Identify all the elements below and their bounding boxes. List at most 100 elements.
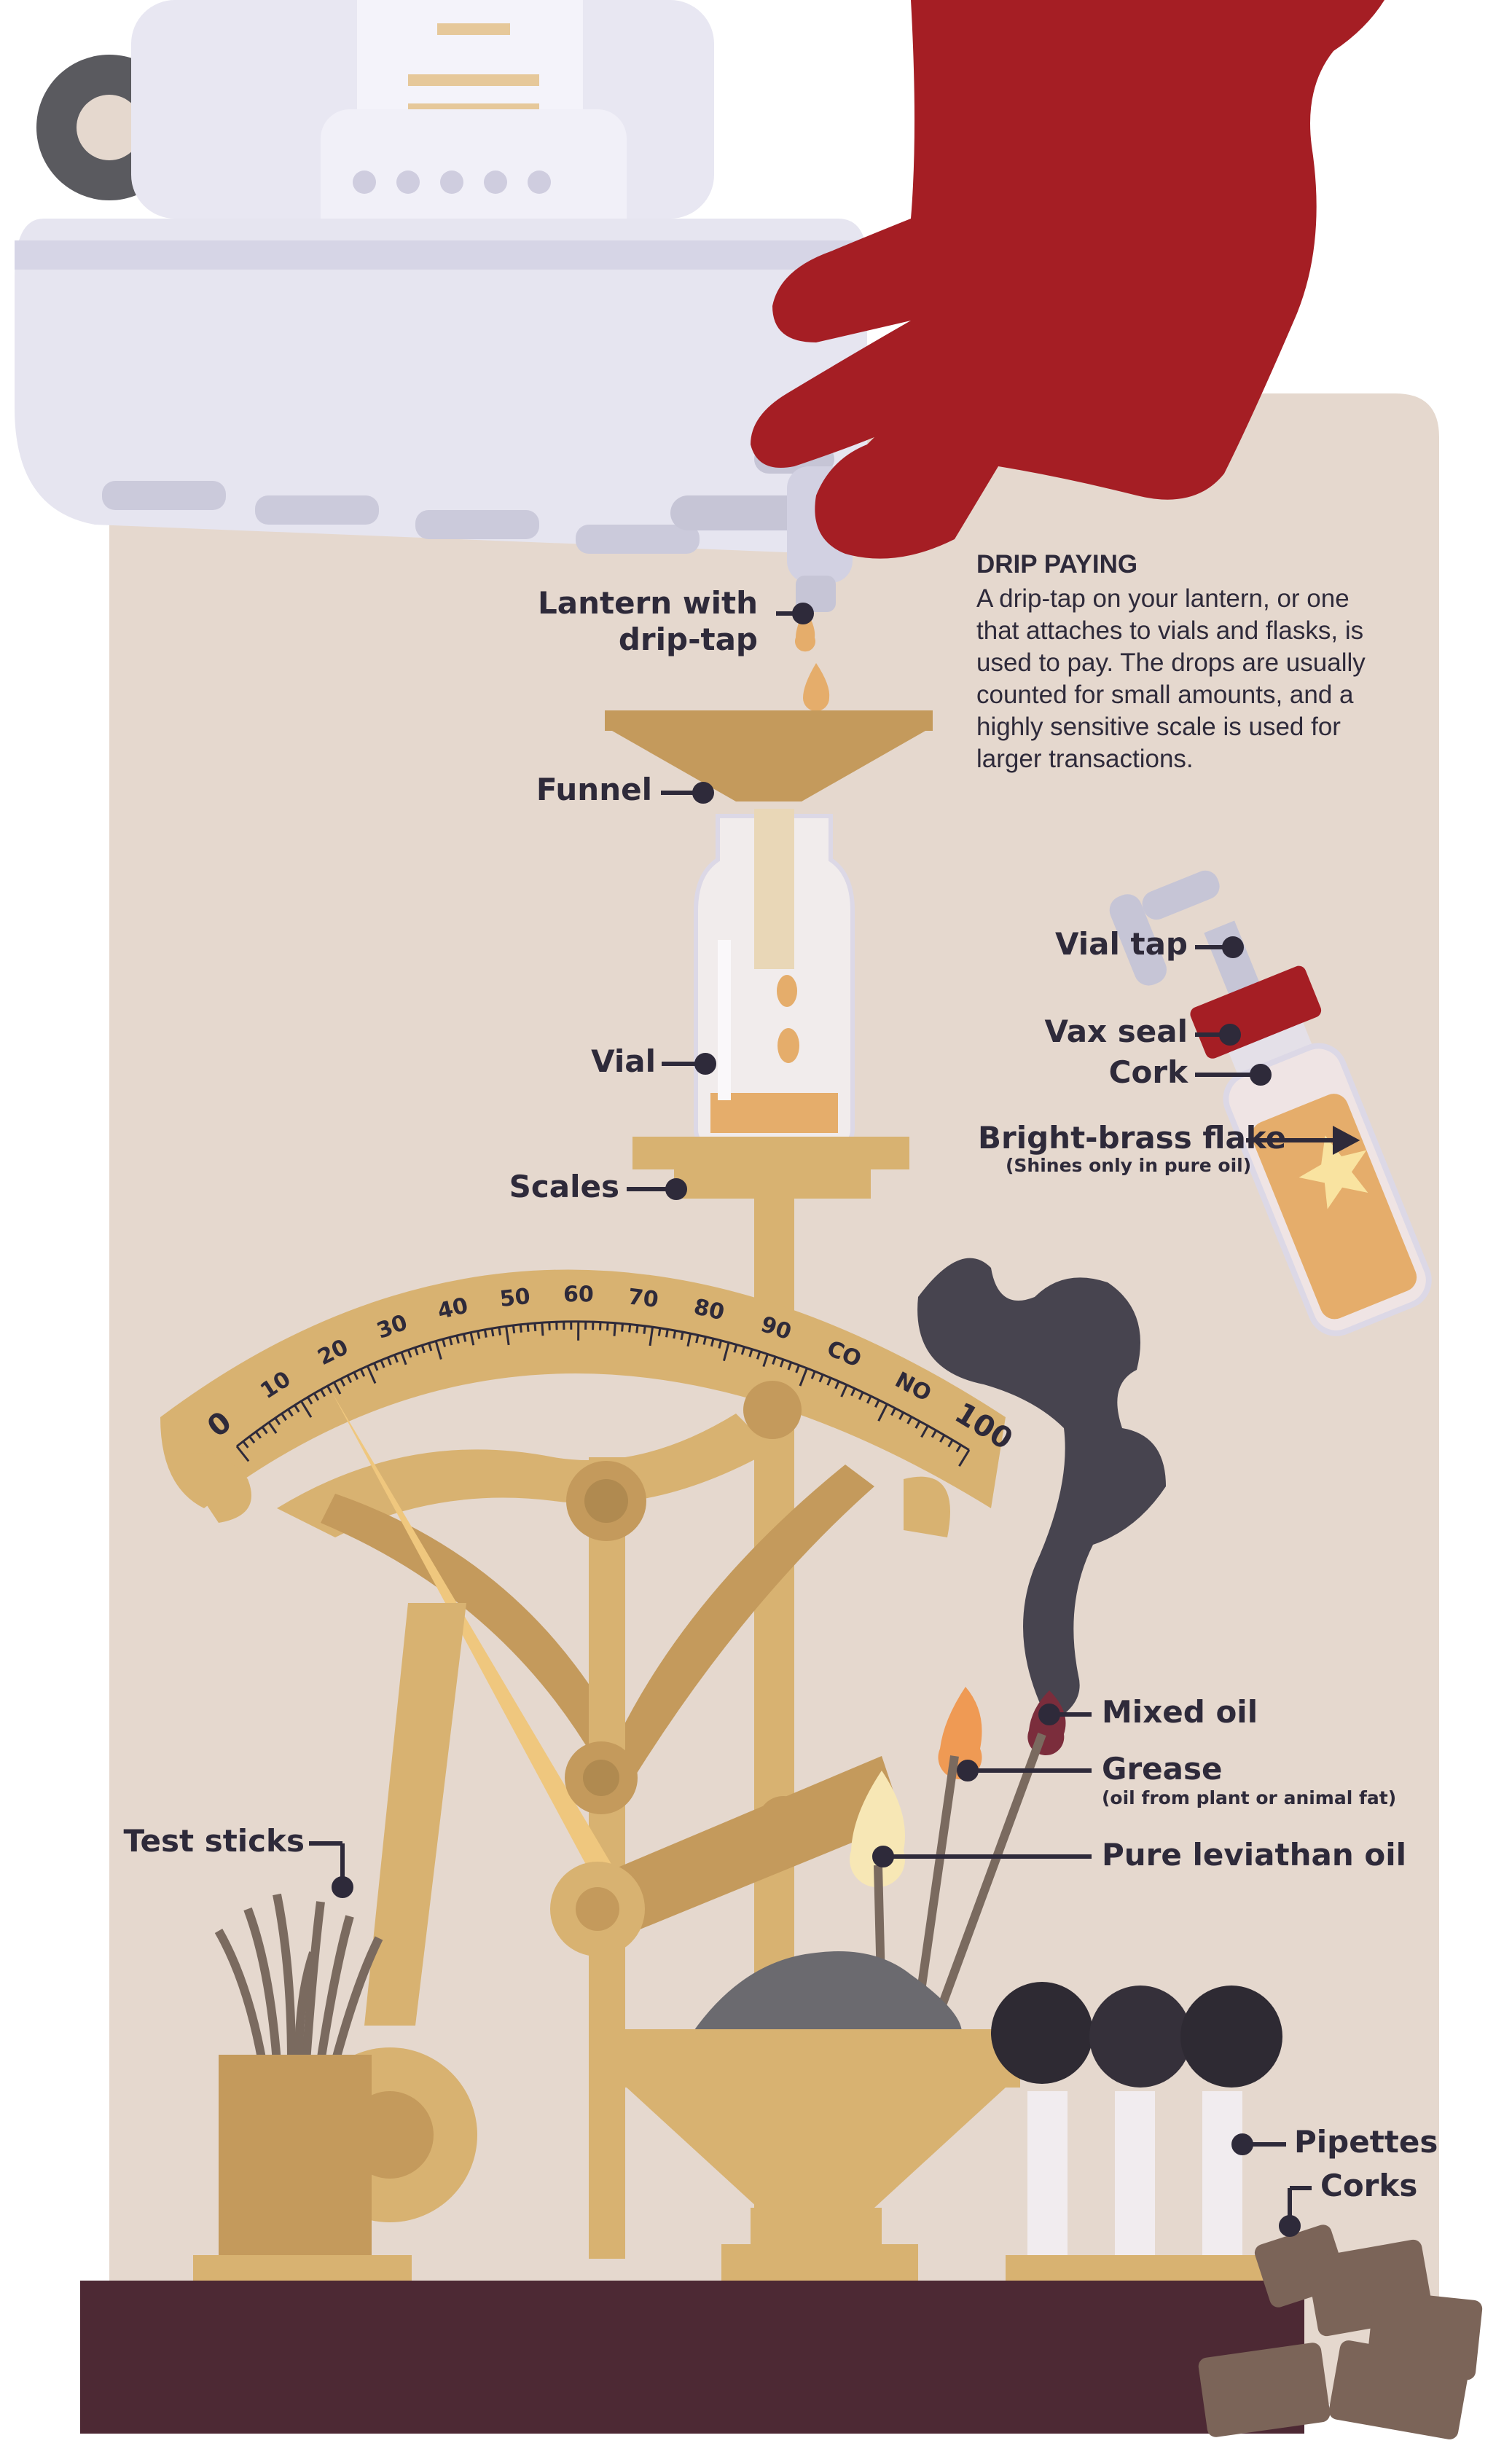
dial-tick: [890, 1407, 896, 1416]
dial-tick: [733, 1344, 738, 1353]
dial-tick: [613, 1322, 616, 1336]
dial-tick: [795, 1365, 800, 1373]
dial-tick: [874, 1399, 880, 1408]
dial-tick: [939, 1434, 946, 1443]
dial-tick: [772, 1356, 777, 1365]
dial-tick: [242, 1440, 249, 1449]
info-line-6: larger transactions.: [976, 745, 1194, 773]
label-leaders: [309, 603, 1360, 2237]
dial-tick: [810, 1371, 816, 1379]
label-pure-oil: Pure leviathan oil: [1102, 1837, 1406, 1873]
label-pipettes: Pipettes: [1294, 2124, 1438, 2160]
dial-tick: [326, 1385, 333, 1394]
info-line-1: A drip-tap on your lantern, or one: [976, 584, 1350, 613]
dial-tick: [255, 1431, 262, 1439]
dial-tick: [428, 1342, 433, 1352]
info-line-2: that attaches to vials and flasks, is: [976, 616, 1364, 645]
dial-tick: [380, 1360, 385, 1368]
label-brass-flake: Bright-brass flake: [978, 1120, 1287, 1156]
dial-tick: [274, 1417, 281, 1426]
info-title: DRIP PAYING: [976, 550, 1138, 579]
dial-tick: [906, 1416, 913, 1424]
dial-tick: [762, 1353, 769, 1368]
dial-tick: [400, 1352, 407, 1365]
dial-tick: [680, 1331, 684, 1341]
lantern-illustration: [15, 0, 867, 612]
dial-tick: [702, 1336, 707, 1345]
dial-tick: [235, 1446, 250, 1462]
label-scales: Scales: [509, 1169, 619, 1204]
brass-pan: [612, 2029, 1020, 2288]
dial-tick: [346, 1375, 353, 1384]
label-vax-seal: Vax seal: [1044, 1014, 1188, 1049]
dial-tick: [920, 1425, 929, 1438]
ash-pile: [692, 1951, 962, 2033]
dial-tick: [462, 1333, 467, 1342]
dial-tick: [359, 1368, 366, 1377]
dial-tick: [307, 1396, 313, 1405]
dial-tick: [931, 1430, 937, 1438]
dial-tick: [665, 1329, 669, 1338]
dial-tick: [498, 1327, 501, 1336]
red-glove: [751, 0, 1384, 559]
dial-tick: [834, 1381, 840, 1389]
label-corks: Corks: [1320, 2168, 1418, 2203]
dial-tick: [686, 1333, 692, 1347]
dial-tick: [281, 1413, 287, 1422]
dial-tick: [740, 1347, 745, 1355]
label-lantern-line1: Lantern with: [538, 585, 758, 621]
base-shelf: [80, 2281, 1304, 2434]
info-line-3: used to pay. The drops are usually: [976, 648, 1366, 677]
dial-tick: [914, 1420, 921, 1429]
dial-tick: [710, 1338, 715, 1347]
label-lantern-line2: drip-tap: [618, 622, 758, 657]
label-brass-flake-note: (Shines only in pure oil): [1006, 1155, 1252, 1176]
dial-mark-label: 50: [498, 1284, 531, 1312]
label-vial: Vial: [591, 1043, 656, 1079]
dial-tick: [353, 1371, 359, 1380]
dial-tick: [420, 1344, 426, 1354]
dial-tick: [866, 1395, 872, 1404]
dial-tick: [442, 1338, 447, 1347]
dial-tick: [787, 1362, 793, 1371]
dial-tick: [407, 1349, 412, 1358]
label-funnel: Funnel: [536, 772, 652, 807]
smoke: [917, 1258, 1166, 1723]
dial-tick: [300, 1400, 313, 1418]
dial-tick: [779, 1359, 785, 1368]
info-line-4: counted for small amounts, and a: [976, 681, 1354, 709]
dial-tick: [695, 1335, 700, 1344]
dial-tick: [840, 1384, 848, 1398]
dial-tick: [469, 1332, 475, 1346]
vial-illustration: [694, 809, 855, 1146]
info-line-5: highly sensitive scale is used for: [976, 713, 1341, 741]
label-grease: Grease: [1102, 1751, 1223, 1787]
dial-tick: [673, 1330, 677, 1339]
dial-tick: [756, 1351, 761, 1360]
dial-tick: [313, 1392, 320, 1401]
dial-tick: [287, 1408, 294, 1417]
dial-tick: [267, 1422, 278, 1434]
dial-tick: [393, 1354, 399, 1363]
dial-tick: [877, 1403, 888, 1422]
dial-tick: [477, 1330, 481, 1339]
label-test-sticks: Test sticks: [123, 1823, 305, 1859]
dial-tick: [386, 1357, 392, 1365]
dial-tick: [958, 1449, 971, 1467]
dial-tick: [649, 1326, 654, 1347]
dial-tick: [414, 1347, 419, 1356]
dial-tick: [955, 1444, 962, 1453]
label-grease-note: (oil from plant or animal fat): [1102, 1787, 1397, 1808]
label-vial-tap: Vial tap: [1054, 926, 1188, 962]
dial-tick: [947, 1439, 954, 1448]
dial-tick: [533, 1322, 537, 1332]
dial-tick: [541, 1322, 544, 1336]
dial-tick: [320, 1389, 326, 1398]
dial-tick: [657, 1328, 662, 1336]
dial-tick: [748, 1349, 753, 1357]
dial-tick: [505, 1325, 510, 1346]
dial-tick: [722, 1342, 730, 1362]
